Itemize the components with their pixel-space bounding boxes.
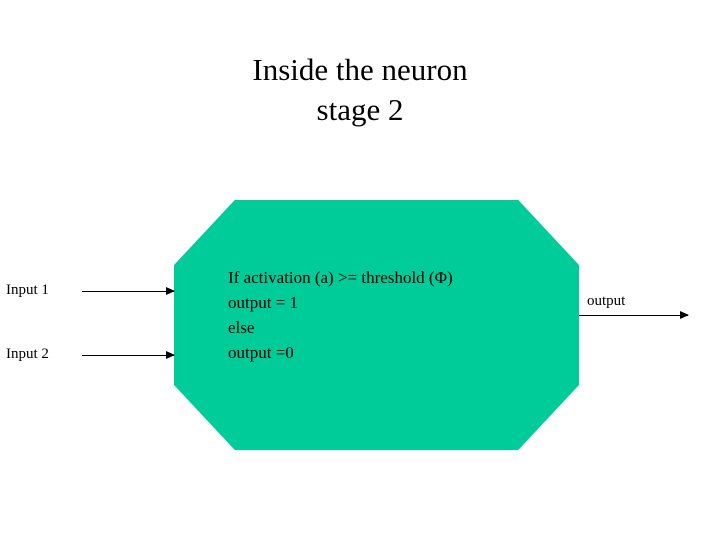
page-title: Inside the neuron stage 2: [252, 52, 468, 127]
neuron-octagon-shape: [174, 200, 579, 450]
input-2-arrow: [82, 351, 175, 359]
activation-rule-text: If activation (a) >= threshold (Φ) outpu…: [228, 268, 453, 362]
output-label: output: [587, 293, 626, 309]
input-1-label: Input 1: [6, 282, 49, 298]
input-2-label: Input 2: [6, 346, 49, 362]
input-1-arrow: [82, 287, 175, 295]
output-arrow: [579, 311, 689, 319]
